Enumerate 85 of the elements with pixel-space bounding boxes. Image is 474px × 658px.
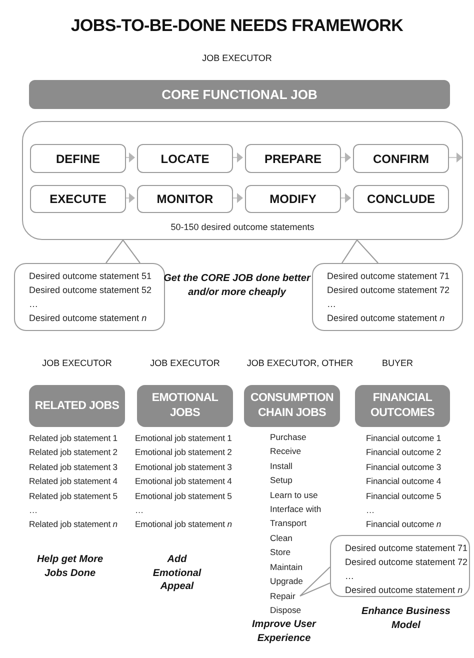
statement-text: Desired outcome statement n bbox=[29, 312, 148, 325]
statement-text: Emotional job statement 1 bbox=[135, 432, 232, 444]
step-box: LOCATE bbox=[137, 144, 233, 173]
goal-text: Help get More Jobs Done bbox=[36, 553, 104, 580]
step-box: EXECUTE bbox=[30, 185, 126, 213]
statement-text: Related job statement 2 bbox=[29, 446, 118, 458]
statement-text: Financial outcome 2 bbox=[366, 446, 442, 458]
statement-text: Desired outcome statement n bbox=[345, 584, 464, 597]
goal-text: Add Emotional Appeal bbox=[152, 553, 202, 594]
statement-text: Emotional job statement n bbox=[135, 518, 232, 530]
statement-text: Desired outcome statement 72 bbox=[327, 284, 451, 297]
step-text: Clean bbox=[270, 532, 294, 544]
statement-text: Financial outcome 4 bbox=[366, 475, 442, 488]
statement-text: Financial outcome 3 bbox=[366, 460, 442, 473]
speech-bubble bbox=[312, 263, 463, 331]
statement-text: … bbox=[345, 570, 355, 583]
statement-text: Desired outcome statement 71 bbox=[345, 542, 469, 555]
chevron-arrow bbox=[341, 193, 351, 203]
step-text: Store bbox=[270, 546, 292, 558]
chevron-arrow bbox=[233, 193, 243, 203]
speech-bubble bbox=[14, 263, 165, 331]
step-box: CONCLUDE bbox=[353, 185, 449, 213]
role-label: JOB EXECUTOR, OTHER bbox=[246, 358, 354, 368]
role-label: JOB EXECUTOR bbox=[41, 358, 113, 368]
statement-text: Related job statement 5 bbox=[29, 490, 118, 502]
callout-tail bbox=[106, 239, 140, 264]
statement-text: … bbox=[135, 504, 144, 516]
step-box: CONFIRM bbox=[353, 144, 449, 173]
statement-text: Related job statement n bbox=[29, 518, 118, 530]
statement-text: Emotional job statement 4 bbox=[135, 475, 232, 488]
step-box: MODIFY bbox=[245, 185, 341, 213]
step-text: Install bbox=[270, 460, 294, 472]
statement-text: Desired outcome statement 71 bbox=[327, 270, 451, 283]
chevron-arrow bbox=[341, 152, 351, 162]
statement-text: … bbox=[29, 298, 39, 311]
role-label: JOB EXECUTOR bbox=[149, 358, 221, 368]
statement-text: Emotional job statement 3 bbox=[135, 460, 232, 473]
category-header: RELATED JOBS bbox=[29, 385, 125, 427]
statement-text: Related job statement 4 bbox=[29, 475, 118, 488]
list-item-text: Repair bbox=[270, 590, 300, 602]
step-box: DEFINE bbox=[30, 144, 126, 173]
job-banner: CORE FUNCTIONAL JOB bbox=[29, 80, 450, 109]
category-header: FINANCIAL OUTCOMES bbox=[355, 385, 450, 427]
statement-text: Financial outcome 1 bbox=[366, 432, 442, 444]
step-text: Interface with bbox=[270, 503, 322, 515]
chevron-arrow bbox=[126, 193, 135, 203]
step-box: MONITOR bbox=[137, 185, 233, 213]
step-text: Learn to use bbox=[270, 488, 319, 501]
category-header: EMOTIONAL JOBS bbox=[137, 385, 233, 427]
callout-tail bbox=[342, 239, 378, 264]
process-frame bbox=[22, 121, 463, 240]
statement-text: Emotional job statement 2 bbox=[135, 446, 232, 458]
statement-text: Emotional job statement 5 bbox=[135, 490, 232, 502]
category-header: CONSUMPTION CHAIN JOBS bbox=[244, 385, 340, 427]
role-label: JOB EXECUTOR bbox=[201, 53, 273, 63]
statement-text: Desired outcome statement 51 bbox=[29, 270, 153, 283]
goal-text: Enhance Business Model bbox=[360, 605, 452, 632]
step-text: Maintain bbox=[270, 560, 304, 573]
step-text: Upgrade bbox=[270, 575, 304, 587]
step-text: Purchase bbox=[270, 431, 308, 443]
chevron-arrow bbox=[126, 152, 135, 162]
callout-tail bbox=[299, 566, 330, 597]
statement-text: Desired outcome statement n bbox=[327, 312, 446, 325]
statement-text: … bbox=[366, 504, 374, 516]
step-box: PREPARE bbox=[245, 144, 341, 173]
statement-text: Desired outcome statement 52 bbox=[29, 284, 153, 297]
chevron-arrow bbox=[449, 152, 462, 162]
step-text: Receive bbox=[270, 445, 302, 458]
statement-text: Related job statement 1 bbox=[29, 432, 118, 444]
statement-text: … bbox=[327, 298, 337, 311]
statement-text: Financial outcome 5 bbox=[366, 490, 442, 502]
step-text: Dispose bbox=[270, 604, 302, 616]
goal-text: Improve User Experience bbox=[251, 618, 318, 645]
step-text: Transport bbox=[270, 517, 308, 530]
statement-text: Related job statement 3 bbox=[29, 460, 118, 473]
statement-text: Desired outcome statement 72 bbox=[345, 556, 469, 569]
statement-text: … bbox=[29, 504, 38, 516]
goal-text: Get the CORE JOB done better and/or more cheaply bbox=[162, 272, 312, 299]
step-text: Setup bbox=[270, 474, 294, 486]
role-label: BUYER bbox=[380, 358, 414, 368]
title: JOBS-TO-BE-DONE NEEDS FRAMEWORK bbox=[70, 16, 404, 36]
chevron-arrow bbox=[233, 152, 243, 162]
statement-text: Financial outcome n bbox=[366, 518, 442, 530]
note-text: 50-150 desired outcome statements bbox=[170, 222, 316, 232]
speech-bubble bbox=[330, 535, 470, 597]
